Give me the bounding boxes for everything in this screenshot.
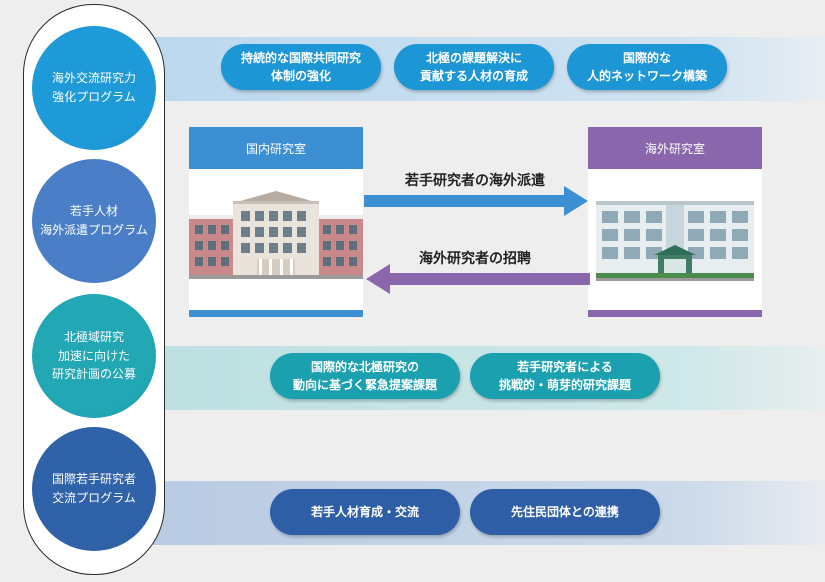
dispatch-arrow-label: 若手研究者の海外派遣 [375, 170, 575, 190]
invite-arrow-text: 海外研究者の招聘 [419, 251, 531, 267]
domestic-building-icon [189, 191, 363, 279]
program-label-1: 海外交流研究力 強化プログラム [51, 71, 136, 104]
overseas-lab-panel: 海外研究室 [588, 127, 762, 317]
goal-pill-3-label: 国際的な 人的ネットワーク構築 [586, 51, 707, 83]
overseas-lab-footer [588, 310, 762, 317]
overseas-building-icon [596, 201, 754, 281]
goal-pill-3: 国際的な 人的ネットワーク構築 [567, 44, 727, 90]
research-pill-2-label: 若手研究者による 挑戦的・萌芽的研究課題 [498, 360, 631, 392]
invite-arrow [366, 264, 590, 294]
overseas-lab-header: 海外研究室 [588, 127, 762, 169]
invite-arrow-label: 海外研究者の招聘 [375, 248, 575, 268]
program-label-4: 国際若手研究者 交流プログラム [51, 472, 136, 505]
program-circle-4: 国際若手研究者 交流プログラム [32, 427, 156, 551]
program-label-2: 若手人材 海外派遣プログラム [40, 204, 148, 237]
goal-pill-1: 持続的な国際共同研究 体制の強化 [221, 44, 381, 90]
dispatch-arrow-text: 若手研究者の海外派遣 [405, 173, 545, 189]
program-circle-3: 北極域研究 加速に向けた 研究計画の公募 [32, 294, 156, 418]
goal-pill-1-label: 持続的な国際共同研究 体制の強化 [240, 51, 361, 83]
domestic-lab-title: 国内研究室 [245, 141, 306, 156]
dispatch-arrow [364, 186, 588, 216]
domestic-lab-header: 国内研究室 [189, 127, 363, 169]
goal-pill-2: 北極の課題解決に 貢献する人材の育成 [394, 44, 554, 90]
program-label-3: 北極域研究 加速に向けた 研究計画の公募 [51, 330, 136, 382]
domestic-lab-panel: 国内研究室 [189, 127, 363, 317]
research-pill-1: 国際的な北極研究の 動向に基づく緊急提案課題 [270, 353, 460, 399]
exchange-pill-2: 先住民団体との連携 [470, 489, 660, 535]
goal-pill-2-label: 北極の課題解決に 貢献する人材の育成 [419, 51, 528, 83]
exchange-pill-1-label: 若手人材育成・交流 [310, 505, 419, 519]
domestic-lab-footer [189, 310, 363, 317]
program-circle-2: 若手人材 海外派遣プログラム [32, 159, 156, 283]
program-circle-1: 海外交流研究力 強化プログラム [32, 26, 156, 150]
research-pill-1-label: 国際的な北極研究の 動向に基づく緊急提案課題 [292, 360, 437, 392]
exchange-pill-1: 若手人材育成・交流 [270, 489, 460, 535]
research-pill-2: 若手研究者による 挑戦的・萌芽的研究課題 [470, 353, 660, 399]
overseas-lab-title: 海外研究室 [644, 141, 705, 156]
exchange-pill-2-label: 先住民団体との連携 [511, 505, 619, 519]
